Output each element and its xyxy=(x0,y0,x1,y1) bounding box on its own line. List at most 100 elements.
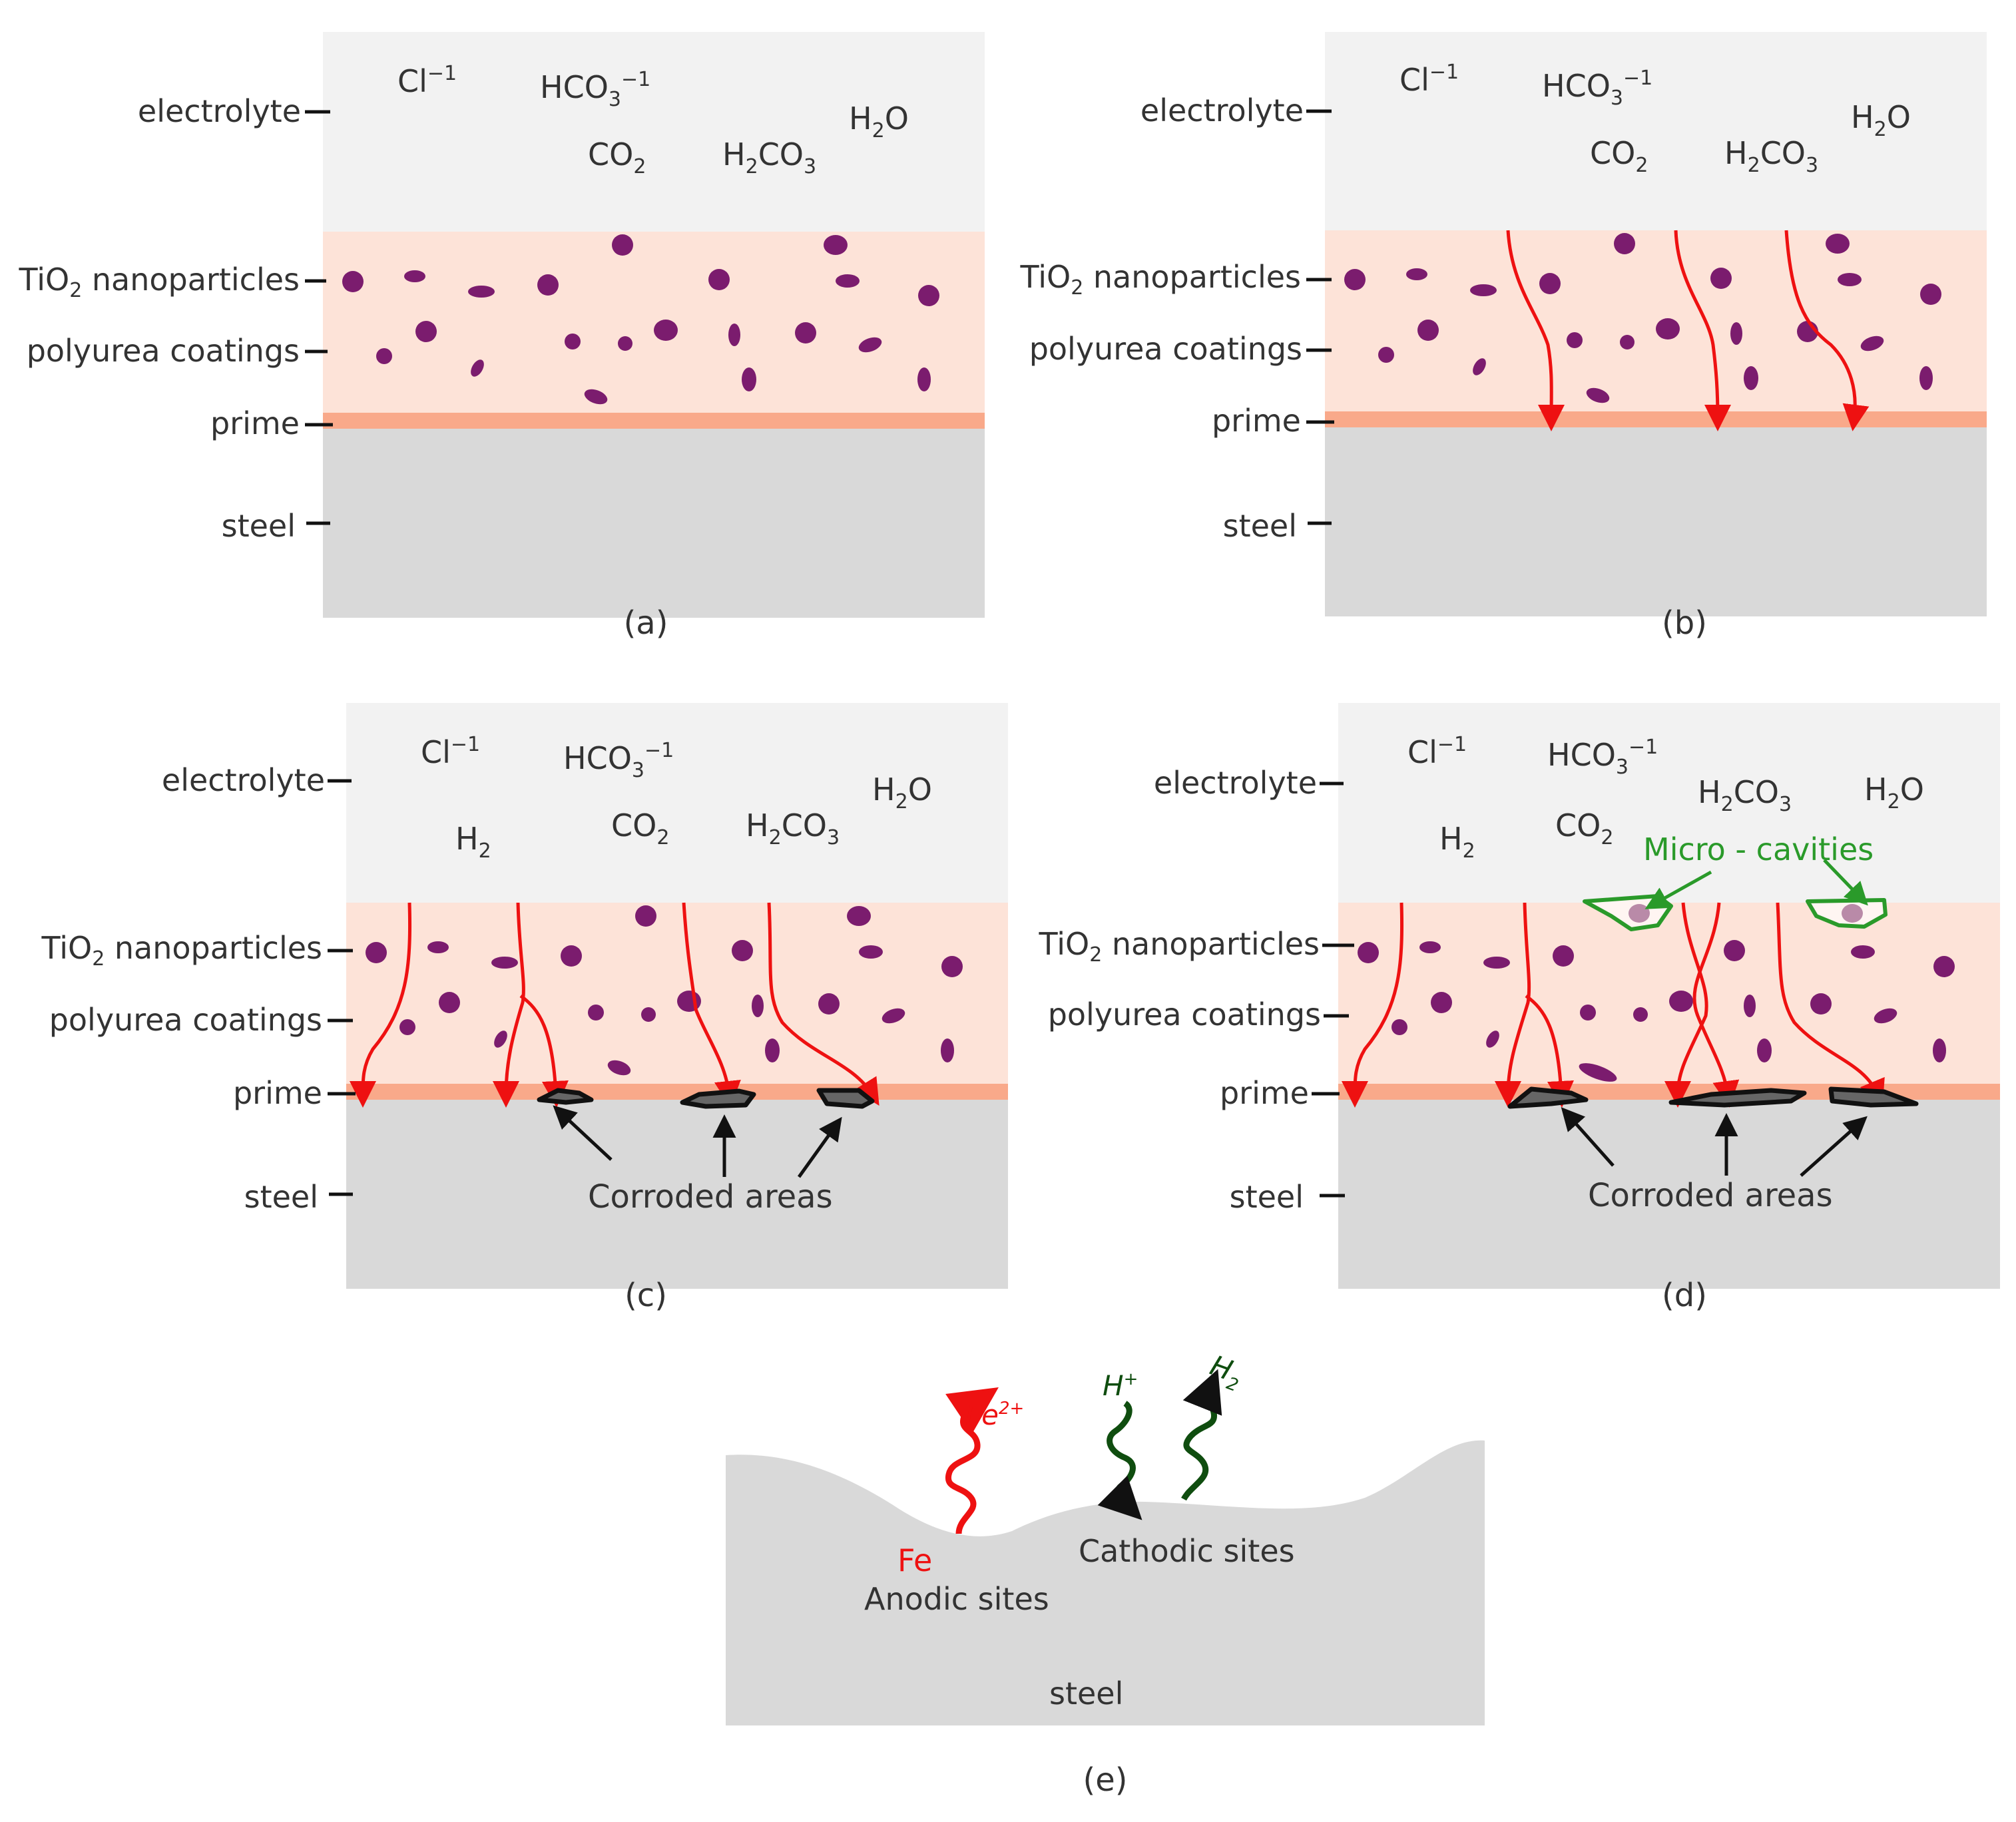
micro-cavity-particle xyxy=(1842,904,1863,923)
species-cl: Cl−1 xyxy=(1407,733,1467,770)
tio2-particle xyxy=(584,389,608,405)
anodic-dissolution-arrow xyxy=(945,1387,999,1534)
tio2-particle xyxy=(1933,956,1955,977)
h2-evolution-arrow xyxy=(1181,1369,1222,1501)
tio2-particle xyxy=(427,941,449,953)
corroded-areas xyxy=(537,1088,875,1109)
label-electrolyte: electrolyte xyxy=(1154,765,1317,801)
tio2-particle xyxy=(1406,268,1427,280)
species-h2co3: H2CO3 xyxy=(746,807,840,849)
tio2-particle xyxy=(917,367,931,391)
tio2-particle xyxy=(1378,347,1394,363)
coating-layer xyxy=(323,232,985,413)
species-h2co3: H2CO3 xyxy=(1724,135,1818,177)
label-polyurea: polyurea coatings xyxy=(49,1002,322,1038)
electrolyte-layer xyxy=(1338,703,2000,903)
tio2-particle xyxy=(1483,957,1510,969)
label-ticks-a xyxy=(305,110,333,525)
tio2-particle xyxy=(1358,942,1379,963)
prime-layer xyxy=(346,1084,1008,1100)
tio2-particle xyxy=(818,993,840,1015)
label-tio2: TiO2 nanoparticles xyxy=(19,262,300,302)
tio2-particle xyxy=(342,271,364,292)
tio2-particle xyxy=(836,274,860,288)
corroded-areas-label: Corroded areas xyxy=(1588,1177,1833,1214)
tio2-particle xyxy=(618,336,632,351)
tio2-particle xyxy=(824,235,848,255)
steel-layer xyxy=(323,429,985,618)
micro-cavities-label: Micro - cavities xyxy=(1643,831,1874,867)
tio2-particle xyxy=(1391,1019,1407,1035)
coating-layer xyxy=(346,903,1008,1084)
electrolyte-species: Cl−1 HCO3−1 CO2 H2CO3 H2O xyxy=(397,62,909,178)
panel-label-d: (d) xyxy=(1662,1277,1707,1314)
corroded-areas xyxy=(1507,1086,1919,1109)
tio2-particle-group xyxy=(1344,233,1941,403)
tio2-particle xyxy=(1826,234,1850,254)
tio2-particle xyxy=(471,359,484,377)
panel-label-e: (e) xyxy=(1083,1761,1128,1799)
penetration-paths xyxy=(1506,230,1870,431)
tio2-particle xyxy=(588,1005,604,1021)
tio2-particle xyxy=(1344,269,1366,290)
tio2-particle xyxy=(1473,358,1486,375)
tio2-particle xyxy=(537,274,559,296)
tio2-particle xyxy=(1431,992,1452,1013)
species-co2: CO2 xyxy=(1590,135,1648,177)
pointer-arrow xyxy=(797,1116,842,1178)
species-hco3: HCO3−1 xyxy=(1542,67,1652,110)
tio2-particle xyxy=(1470,284,1497,296)
electrolyte-layer xyxy=(1325,32,1987,230)
penetration-arrow xyxy=(1525,994,1574,1108)
penetration-arrow xyxy=(1664,902,1708,1108)
tio2-particle xyxy=(1486,1030,1499,1048)
tio2-particle xyxy=(1860,336,1884,351)
corroded-area xyxy=(1507,1086,1589,1109)
micro-cavities xyxy=(1583,894,1888,931)
label-prime: prime xyxy=(1220,1075,1309,1111)
tio2-particle xyxy=(941,956,963,977)
label-steel: steel xyxy=(222,508,296,544)
h2-label: H2 xyxy=(1204,1349,1247,1396)
label-steel: steel xyxy=(244,1179,318,1215)
tio2-particle xyxy=(1757,1038,1772,1062)
species-h2o: H2O xyxy=(849,101,909,142)
cathodic-sites-label: Cathodic sites xyxy=(1079,1533,1295,1569)
coating-layer xyxy=(1338,903,2000,1084)
penetration-arrow xyxy=(1784,230,1870,431)
tio2-particle-group xyxy=(1358,940,1955,1082)
panel-b: Cl−1 HCO3−1 CO2 H2CO3 H2O xyxy=(1325,32,1987,616)
penetration-paths xyxy=(350,902,880,1108)
tio2-particle xyxy=(1656,318,1680,340)
prime-layer xyxy=(323,413,985,429)
pointer-arrow xyxy=(1644,870,1712,909)
panel-e: Fe2+ H+ H2 Fe Anodic sites Cathodic site… xyxy=(726,1349,1485,1725)
tio2-particle xyxy=(1730,322,1742,345)
steel-layer xyxy=(346,1100,1008,1289)
tio2-particle xyxy=(561,945,582,967)
tio2-particle xyxy=(765,1038,780,1062)
label-steel: steel xyxy=(1223,508,1297,544)
species-co2: CO2 xyxy=(611,807,669,849)
label-polyurea: polyurea coatings xyxy=(27,333,300,369)
tio2-particle xyxy=(1851,945,1875,959)
penetration-arrow xyxy=(1506,230,1565,431)
tio2-particle xyxy=(1567,332,1583,348)
tio2-particle xyxy=(1580,1005,1596,1021)
tio2-particle xyxy=(1633,1007,1648,1022)
label-tio2: TiO2 nanoparticles xyxy=(1039,926,1320,967)
species-h2o: H2O xyxy=(872,772,932,813)
penetration-arrow xyxy=(1495,902,1531,1108)
penetration-arrow xyxy=(767,902,880,1106)
coating-layer xyxy=(1325,230,1987,411)
penetration-arrow xyxy=(682,902,741,1108)
tio2-particle xyxy=(607,1060,631,1076)
tio2-particle xyxy=(1933,1038,1946,1062)
tio2-particle xyxy=(612,234,633,256)
tio2-particle xyxy=(468,286,495,298)
tio2-particle xyxy=(742,367,756,391)
corroded-area xyxy=(1828,1086,1919,1108)
h-plus-arrow xyxy=(1097,1401,1142,1520)
tio2-particle xyxy=(1724,940,1745,961)
steel-layer xyxy=(1338,1100,2000,1289)
